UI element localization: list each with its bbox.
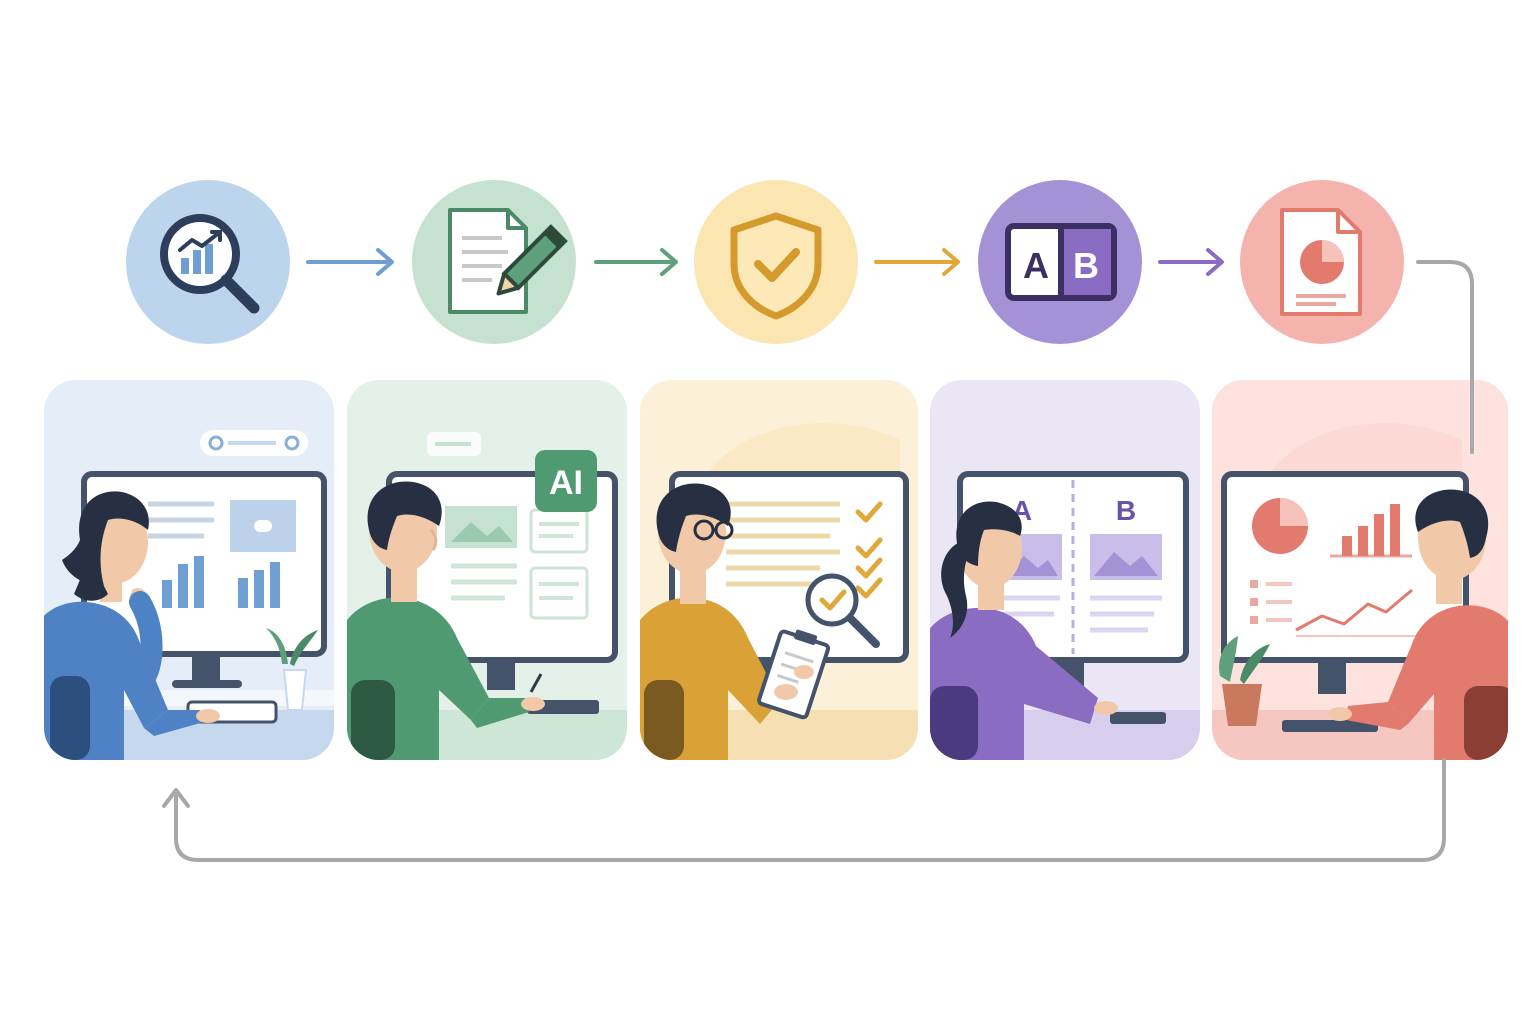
review-scene-illustration: [640, 380, 918, 760]
stage-review-circle: [694, 180, 858, 344]
stage-test-label-b: B: [1073, 245, 1099, 286]
test-panel-label-b: B: [1116, 495, 1136, 526]
stage-report-circle: [1240, 180, 1404, 344]
create-scene-illustration: AI: [347, 380, 627, 760]
magnifier-chart-icon: [126, 180, 290, 344]
shield-check-icon: [694, 180, 858, 344]
report-scene-illustration: [1212, 380, 1508, 760]
arrow-test-to-report-icon: [1158, 248, 1224, 276]
panel-test: A B: [930, 380, 1200, 760]
document-pie-chart-icon: [1240, 180, 1404, 344]
stage-research-circle: [126, 180, 290, 344]
panel-research: [44, 380, 334, 760]
stage-create-circle: [412, 180, 576, 344]
ab-split-icon: A B: [978, 180, 1142, 344]
panel-review: [640, 380, 918, 760]
research-scene-illustration: [44, 380, 334, 760]
arrow-research-to-create-icon: [306, 248, 394, 276]
arrow-review-to-test-icon: [874, 248, 960, 276]
test-scene-illustration: A B: [930, 380, 1200, 760]
document-pencil-icon: [412, 180, 576, 344]
panel-report: [1212, 380, 1508, 760]
arrow-create-to-review-icon: [594, 248, 678, 276]
panel-create: AI: [347, 380, 627, 760]
stage-test-label-a: A: [1023, 245, 1049, 286]
stage-test-circle: A B: [978, 180, 1142, 344]
ai-badge-label: AI: [549, 464, 583, 502]
